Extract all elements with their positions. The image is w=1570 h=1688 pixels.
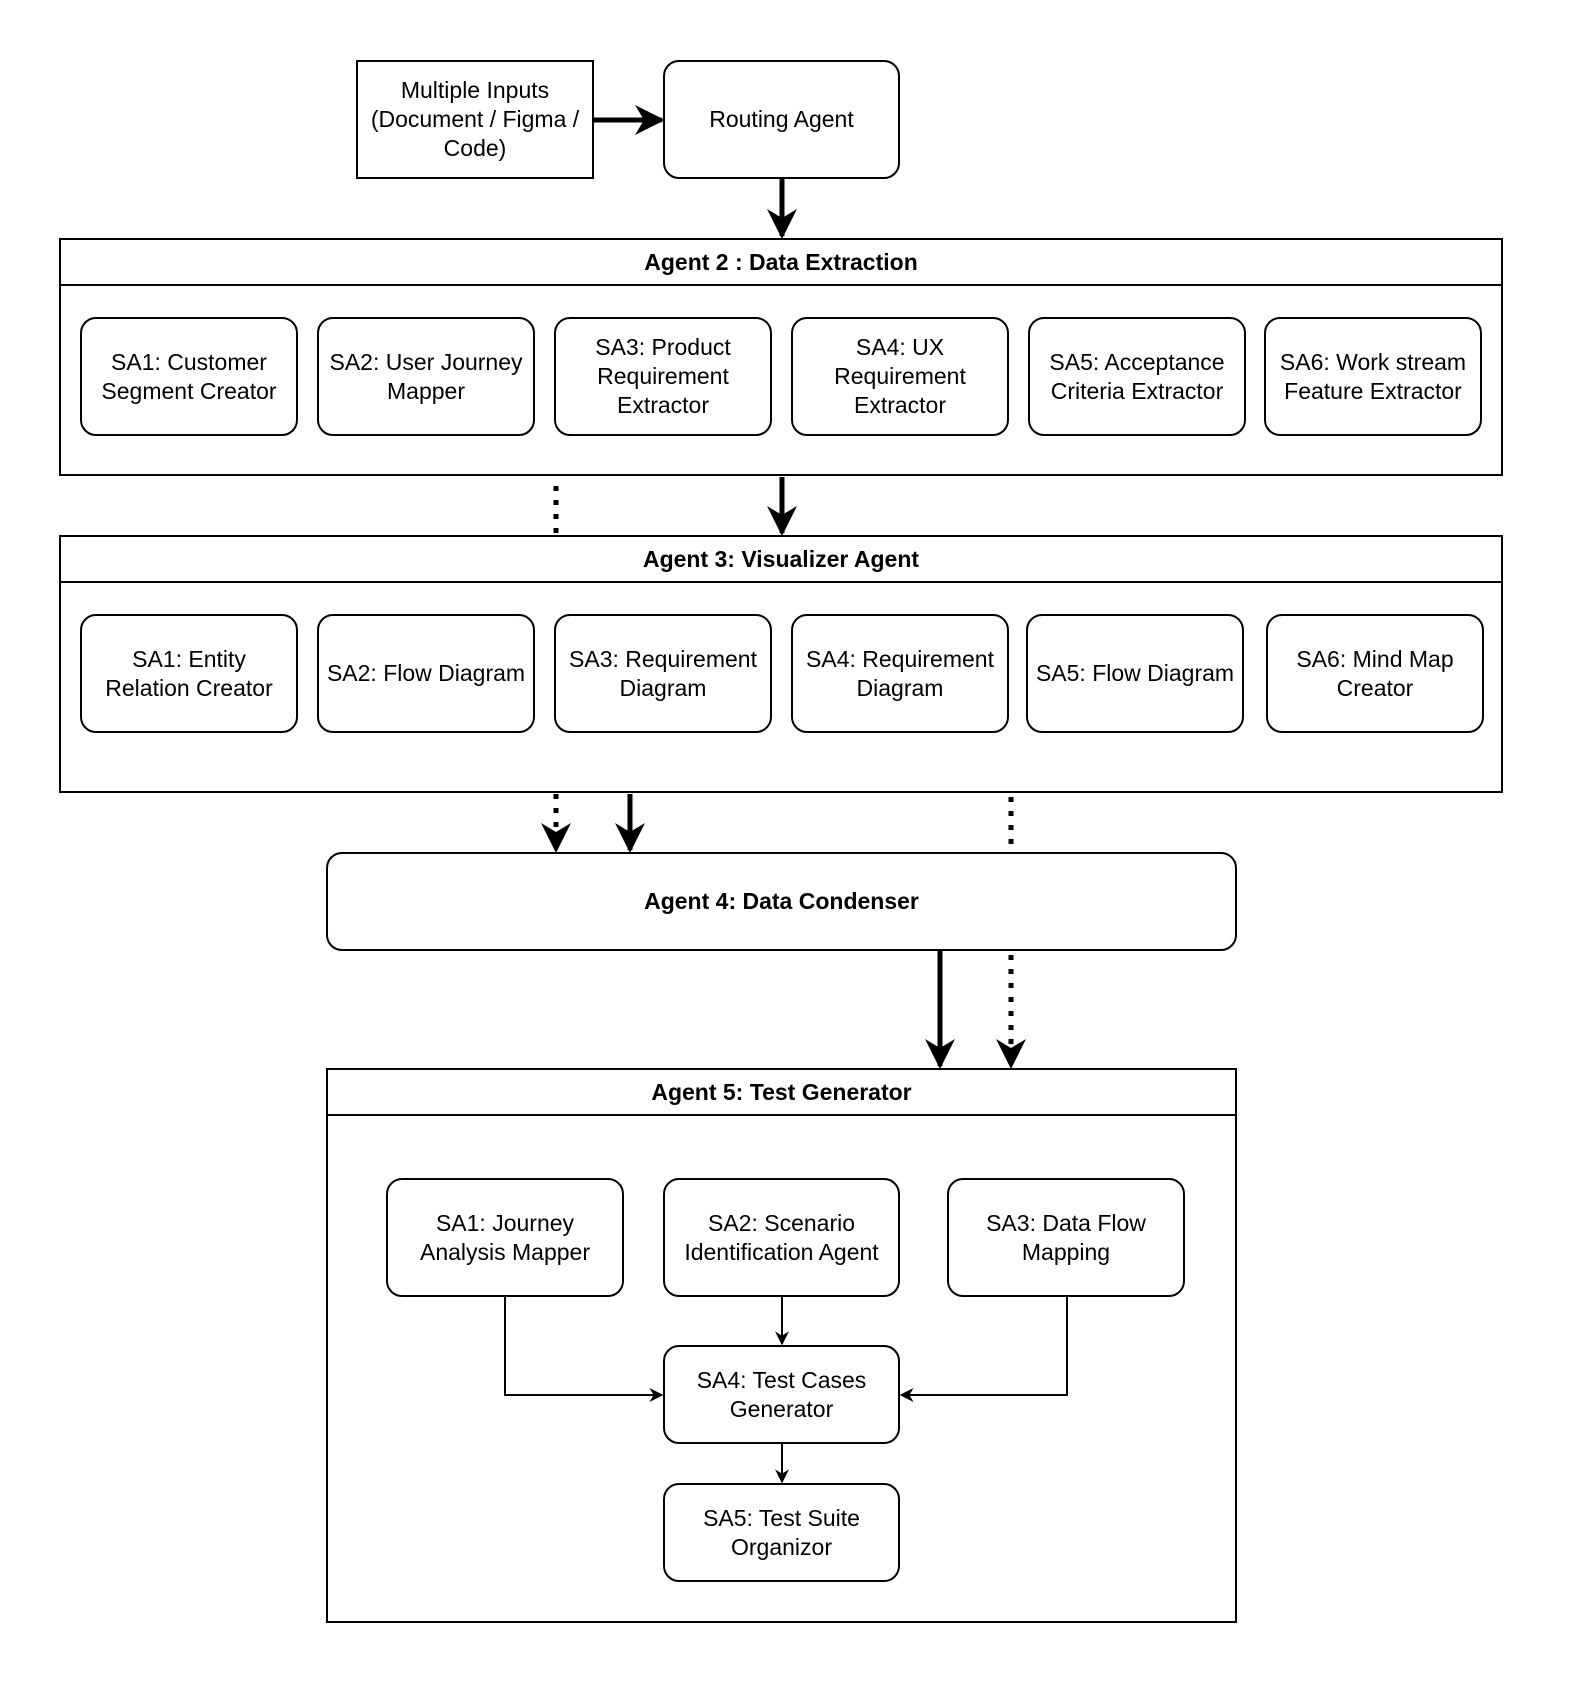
agent2-container: Agent 2 : Data Extraction xyxy=(59,238,1503,476)
agent3-sa3: SA3: Requirement Diagram xyxy=(554,614,772,733)
agent4-box: Agent 4: Data Condenser xyxy=(326,852,1237,951)
agent5-sa2: SA2: Scenario Identification Agent xyxy=(663,1178,900,1297)
agent5-title: Agent 5: Test Generator xyxy=(328,1070,1235,1116)
agent2-title: Agent 2 : Data Extraction xyxy=(61,240,1501,286)
agent3-title: Agent 3: Visualizer Agent xyxy=(61,537,1501,583)
agent2-sa4: SA4: UX Requirement Extractor xyxy=(791,317,1009,436)
agent2-sa6: SA6: Work stream Feature Extractor xyxy=(1264,317,1482,436)
agent3-sa2: SA2: Flow Diagram xyxy=(317,614,535,733)
inputs-box: Multiple Inputs (Document / Figma / Code… xyxy=(356,60,594,179)
agent5-sa3: SA3: Data Flow Mapping xyxy=(947,1178,1185,1297)
agent5-sa1: SA1: Journey Analysis Mapper xyxy=(386,1178,624,1297)
agent2-sa1: SA1: Customer Segment Creator xyxy=(80,317,298,436)
agent5-sa5: SA5: Test Suite Organizor xyxy=(663,1483,900,1582)
agent2-sa3: SA3: Product Requirement Extractor xyxy=(554,317,772,436)
routing-agent-box: Routing Agent xyxy=(663,60,900,179)
agent2-sa2: SA2: User Journey Mapper xyxy=(317,317,535,436)
agent3-sa1: SA1: Entity Relation Creator xyxy=(80,614,298,733)
agent2-sa5: SA5: Acceptance Criteria Extractor xyxy=(1028,317,1246,436)
agent3-container: Agent 3: Visualizer Agent xyxy=(59,535,1503,793)
agent5-sa4: SA4: Test Cases Generator xyxy=(663,1345,900,1444)
agent3-sa6: SA6: Mind Map Creator xyxy=(1266,614,1484,733)
agent3-sa4: SA4: Requirement Diagram xyxy=(791,614,1009,733)
agent3-sa5: SA5: Flow Diagram xyxy=(1026,614,1244,733)
